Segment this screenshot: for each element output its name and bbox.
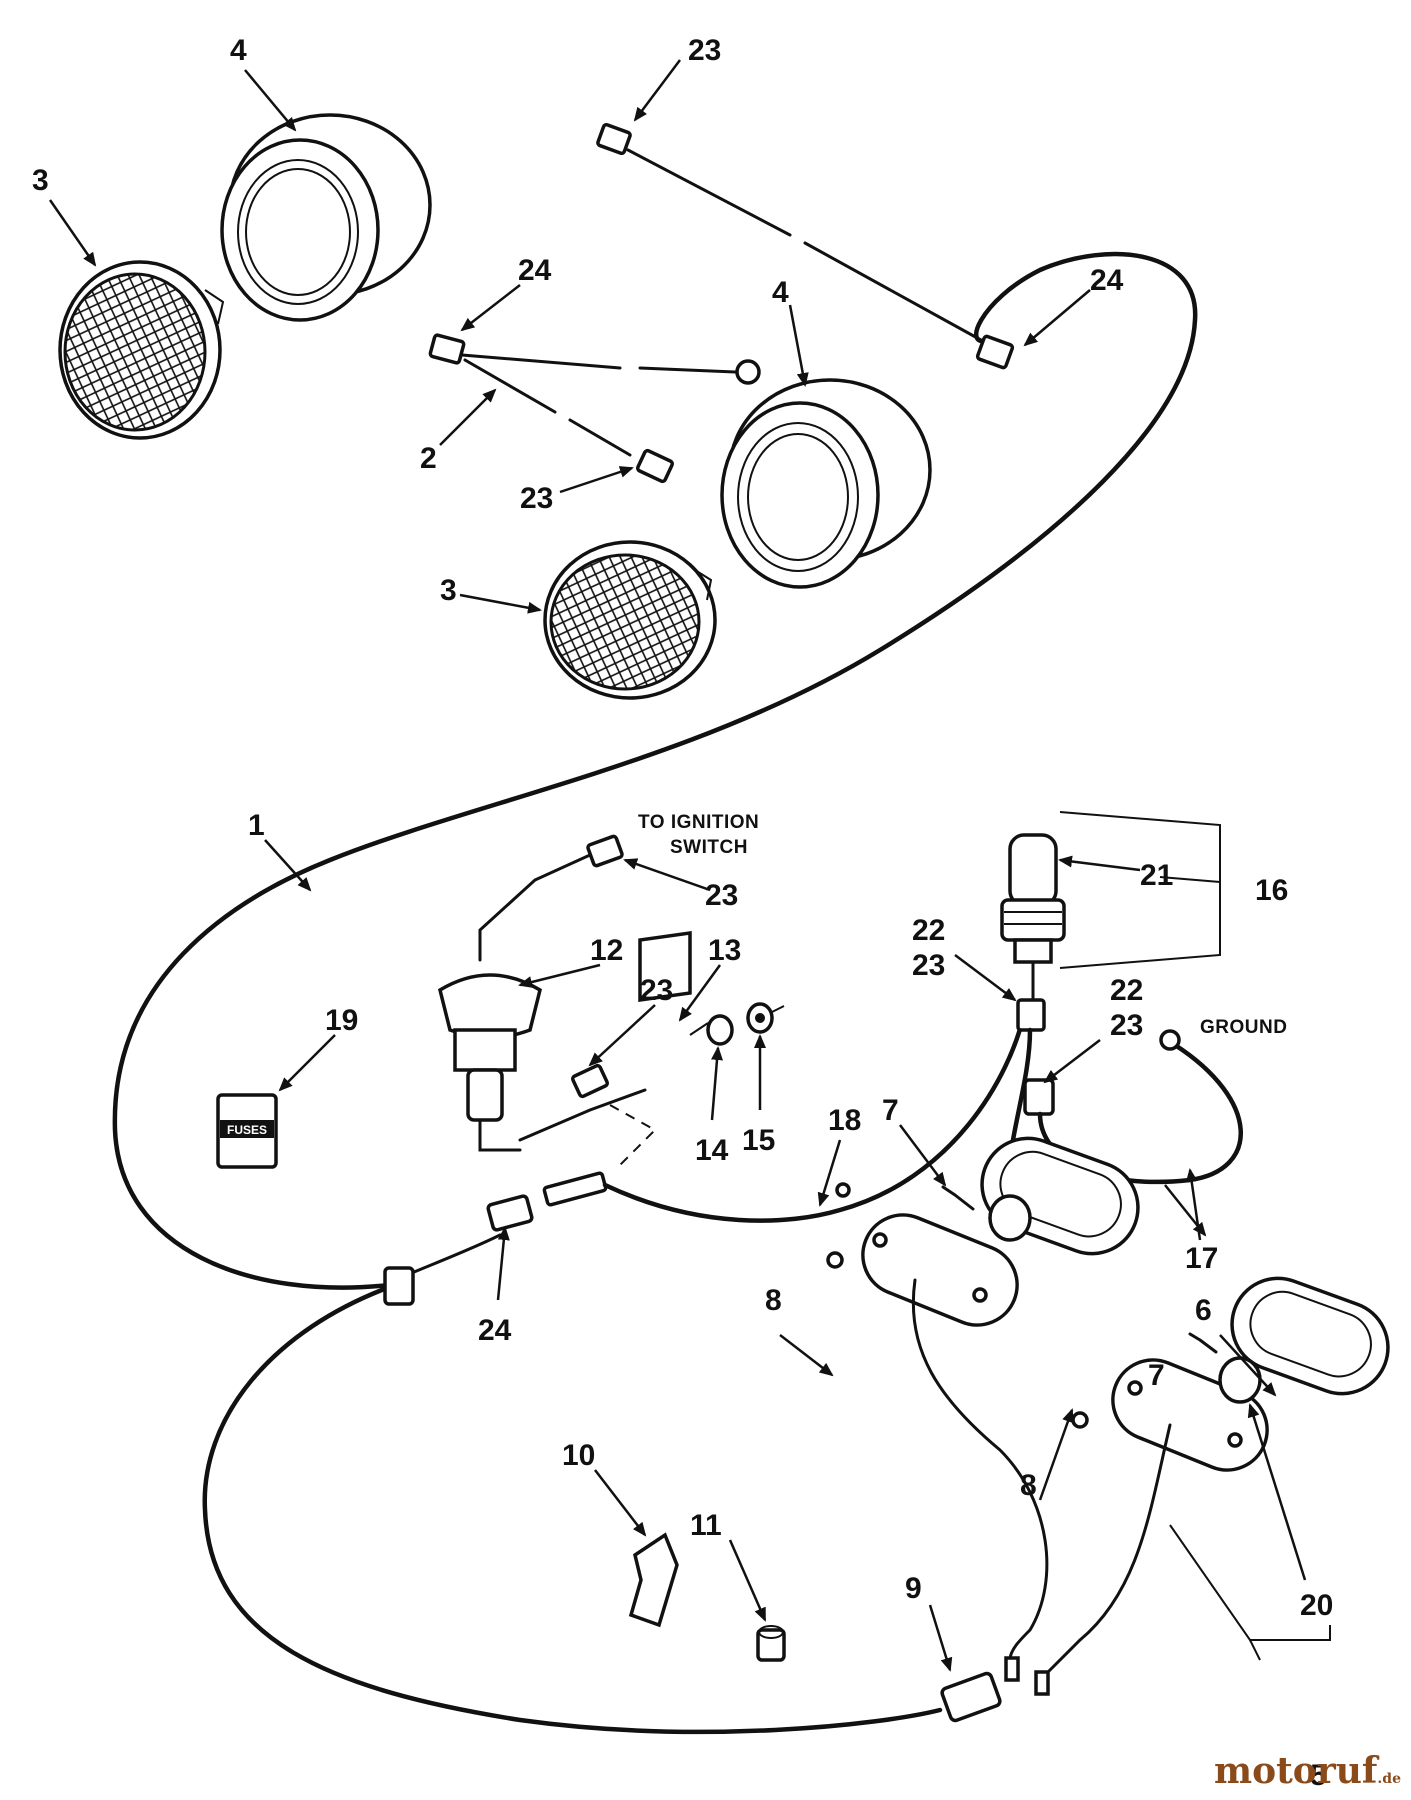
fuses-label: FUSES — [227, 1123, 267, 1137]
callout-24a[interactable]: 24 — [518, 254, 552, 287]
callout-2[interactable]: 2 — [420, 442, 437, 475]
callout-7b[interactable]: 7 — [1148, 1359, 1165, 1392]
callout-13[interactable]: 13 — [708, 934, 741, 967]
callout-22a[interactable]: 22 — [912, 914, 945, 947]
clip-nut — [756, 1625, 786, 1662]
connector-24-lower — [486, 1007, 1028, 1232]
callout-4b[interactable]: 4 — [772, 276, 789, 309]
toggle-switch — [518, 931, 785, 1166]
callout-15[interactable]: 15 — [742, 1124, 775, 1157]
headlight-housing-lower — [720, 378, 932, 589]
callout-18[interactable]: 18 — [828, 1104, 861, 1137]
tail-base-left — [826, 1182, 1049, 1682]
tail-lens-right — [1230, 1276, 1390, 1396]
bracket-16 — [1059, 811, 1221, 969]
headlight-upper — [58, 260, 225, 440]
callout-17[interactable]: 17 — [1185, 1242, 1218, 1275]
callout-22b[interactable]: 22 — [1110, 974, 1143, 1007]
tail-lens-left — [980, 1136, 1140, 1256]
callout-7a[interactable]: 7 — [882, 1094, 899, 1127]
ignition-note-line2: SWITCH — [670, 837, 748, 858]
callout-23e[interactable]: 23 — [912, 949, 945, 982]
watermark-suffix: .de — [1377, 1771, 1401, 1787]
headlight-jumper-wire — [428, 333, 761, 484]
headlight-housing-upper — [220, 113, 432, 322]
callout-8a[interactable]: 8 — [765, 1284, 782, 1317]
callout-9[interactable]: 9 — [905, 1572, 922, 1605]
callout-16[interactable]: 16 — [1255, 874, 1288, 907]
leader-arrows — [48, 59, 1307, 1672]
callout-23f[interactable]: 23 — [1110, 1009, 1143, 1042]
indicator-lamp-assembly — [1000, 833, 1066, 1203]
callout-20[interactable]: 20 — [1300, 1589, 1333, 1622]
callout-3b[interactable]: 3 — [440, 574, 457, 607]
callout-12[interactable]: 12 — [590, 934, 623, 967]
callout-4a[interactable]: 4 — [230, 34, 247, 67]
callout-labels: 3 4 23 24 24 4 2 23 3 1 23 12 13 23 19 1… — [32, 34, 1333, 1792]
callout-14[interactable]: 14 — [695, 1134, 729, 1167]
ignition-note-line1: TO IGNITION — [638, 812, 759, 833]
callout-23d[interactable]: 23 — [640, 974, 673, 1007]
callout-1[interactable]: 1 — [248, 809, 265, 842]
wire-clip — [628, 1532, 679, 1628]
harness-junction-sleeve — [383, 1266, 415, 1306]
tail-base-right — [1034, 1332, 1331, 1696]
rear-connector — [940, 1671, 1002, 1723]
callout-23b[interactable]: 23 — [520, 482, 553, 515]
callout-10[interactable]: 10 — [562, 1439, 595, 1472]
fuses-package[interactable]: FUSES — [216, 1093, 278, 1169]
callout-23a[interactable]: 23 — [688, 34, 721, 67]
callout-24c[interactable]: 24 — [478, 1314, 512, 1347]
watermark-logo: motoruf.de — [1214, 1750, 1401, 1792]
headlight-lower — [543, 540, 717, 700]
callout-19[interactable]: 19 — [325, 1004, 358, 1037]
callout-23c[interactable]: 23 — [705, 879, 738, 912]
ground-note: GROUND — [1200, 1017, 1287, 1038]
jumper-wire-top — [596, 122, 1015, 370]
watermark-brand: motoruf — [1214, 1750, 1378, 1792]
callout-21[interactable]: 21 — [1140, 859, 1173, 892]
callout-8b[interactable]: 8 — [1020, 1469, 1037, 1502]
fuse-holder — [437, 834, 624, 1152]
callout-3a[interactable]: 3 — [32, 164, 49, 197]
rear-harness-wire — [202, 1282, 943, 1735]
callout-5[interactable]: 5 — [1310, 1759, 1327, 1792]
callout-6[interactable]: 6 — [1195, 1294, 1212, 1327]
callout-24b[interactable]: 24 — [1090, 264, 1124, 297]
main-harness-wire — [112, 251, 1198, 1290]
callout-11[interactable]: 11 — [690, 1509, 722, 1542]
